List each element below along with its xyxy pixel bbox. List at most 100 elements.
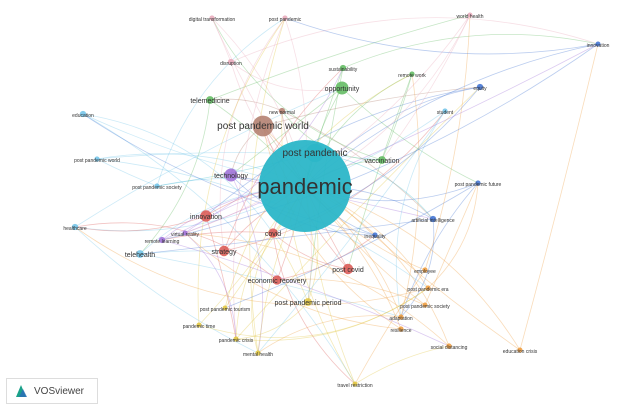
edge — [82, 113, 274, 234]
network-node[interactable] — [252, 115, 274, 137]
network-node[interactable] — [209, 15, 215, 21]
node-label: post pandemic world — [74, 158, 120, 164]
network-node[interactable] — [595, 41, 601, 47]
network-node[interactable] — [352, 381, 358, 387]
network-node[interactable] — [94, 156, 100, 162]
network-node[interactable] — [339, 64, 347, 72]
network-node[interactable] — [255, 350, 261, 356]
edge — [139, 99, 211, 255]
node-label: equity — [473, 86, 487, 92]
network-node[interactable] — [158, 236, 166, 244]
edge — [424, 182, 479, 306]
node-label: disruption — [220, 61, 242, 67]
edge — [197, 17, 286, 326]
edge — [427, 182, 479, 289]
edge — [219, 17, 286, 252]
node-label: employee — [414, 269, 436, 275]
network-node[interactable] — [446, 343, 452, 349]
node-label: economic recovery — [248, 278, 307, 285]
node-label: post covid — [332, 267, 364, 274]
node-label: post pandemic period — [275, 300, 342, 307]
network-node[interactable] — [422, 302, 428, 308]
edge — [400, 73, 420, 318]
network-node[interactable] — [233, 336, 239, 342]
network-node[interactable] — [335, 81, 349, 95]
node-label: telemedicine — [190, 98, 229, 105]
node-label: education — [72, 113, 94, 119]
node-label: social distancing — [431, 345, 468, 351]
node-label: telehealth — [125, 252, 155, 259]
node-layer — [71, 12, 601, 387]
network-node[interactable] — [409, 71, 415, 77]
node-label: pandemic crisis — [219, 338, 254, 344]
network-node[interactable] — [429, 215, 437, 223]
network-node[interactable] — [79, 110, 87, 118]
node-label: new normal — [269, 110, 295, 116]
network-node[interactable] — [425, 285, 431, 291]
edge — [74, 215, 207, 232]
edge — [139, 250, 225, 255]
edge — [209, 98, 283, 112]
edge — [161, 239, 450, 347]
edge — [342, 33, 599, 69]
network-node[interactable] — [222, 305, 228, 311]
network-node[interactable] — [227, 58, 235, 66]
network-node[interactable] — [278, 107, 286, 115]
network-node[interactable] — [196, 322, 202, 328]
network-node[interactable] — [476, 83, 484, 91]
edge — [257, 315, 402, 354]
edge — [400, 218, 435, 318]
edge — [276, 278, 426, 306]
node-label: strategy — [212, 249, 237, 256]
network-node[interactable] — [342, 263, 354, 275]
network-node[interactable] — [224, 168, 238, 182]
network-node[interactable] — [398, 314, 404, 320]
node-label: inequality — [364, 234, 386, 240]
node-label: post pandemic society — [132, 185, 182, 191]
node-label: sustainability — [329, 67, 358, 73]
network-node[interactable] — [398, 326, 404, 332]
node-label: opportunity — [325, 86, 360, 93]
network-node[interactable] — [136, 250, 144, 258]
network-node[interactable] — [517, 347, 523, 353]
edge — [211, 17, 232, 63]
edge — [139, 253, 402, 318]
edge — [184, 232, 237, 340]
node-label: digital transformation — [189, 17, 236, 23]
network-node[interactable] — [304, 298, 312, 306]
edge — [341, 87, 479, 184]
network-node[interactable] — [71, 223, 79, 231]
network-node[interactable] — [282, 15, 288, 21]
network-node[interactable] — [200, 210, 212, 222]
vosviewer-watermark[interactable]: VOSviewer — [6, 378, 98, 404]
network-node[interactable] — [372, 232, 378, 238]
network-node[interactable] — [259, 140, 351, 232]
node-label: artificial intelligence — [411, 218, 455, 224]
edge — [381, 73, 413, 161]
network-node[interactable] — [268, 228, 278, 238]
edge — [272, 232, 349, 270]
node-label: healthcare — [63, 226, 87, 232]
edge — [74, 226, 429, 306]
edge — [257, 110, 446, 354]
network-node[interactable] — [206, 96, 214, 104]
node-label: post pandemic future — [455, 182, 502, 188]
network-node[interactable] — [422, 267, 428, 273]
network-node[interactable] — [442, 108, 448, 114]
node-label: remote work — [398, 73, 426, 79]
edge — [230, 87, 343, 176]
network-node[interactable] — [182, 230, 188, 236]
network-node[interactable] — [467, 12, 473, 18]
node-label: innovation — [190, 214, 222, 221]
edge — [395, 110, 446, 318]
network-node[interactable] — [378, 156, 386, 164]
node-label: virtual reality — [171, 232, 200, 238]
network-node[interactable] — [475, 180, 481, 186]
network-node[interactable] — [305, 143, 325, 163]
network-node[interactable] — [272, 275, 282, 285]
vosviewer-logo-icon — [16, 385, 27, 397]
network-node[interactable] — [218, 245, 230, 257]
network-node[interactable] — [154, 183, 160, 189]
edge — [272, 232, 356, 385]
